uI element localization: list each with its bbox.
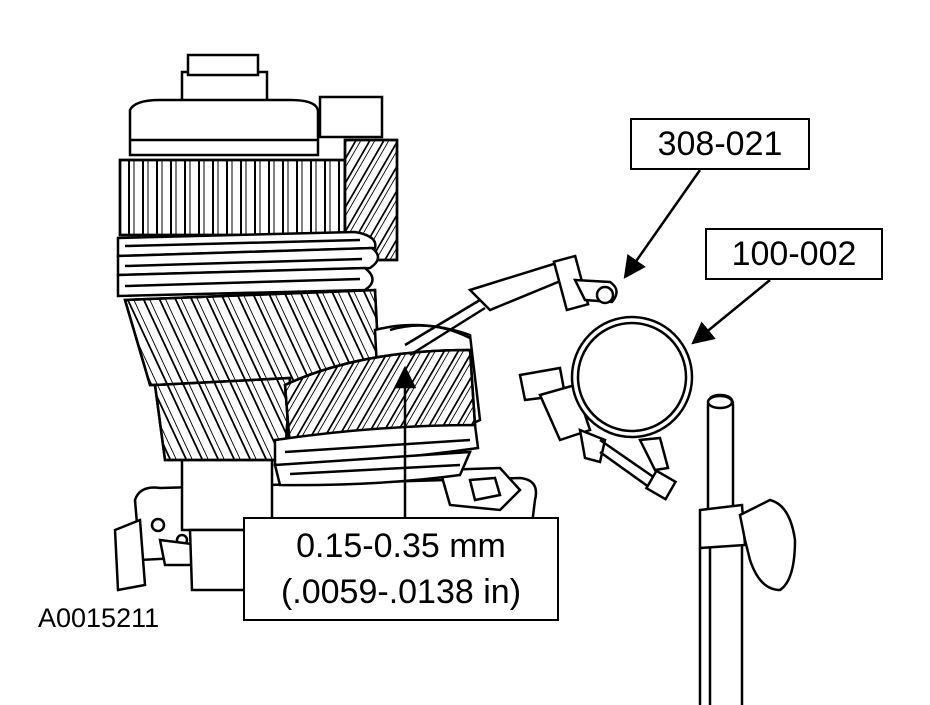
magnetic-base-post: [698, 393, 797, 705]
leader-lines: [393, 169, 771, 517]
spec-in-text: (.0059-.0138 in): [280, 573, 522, 611]
tool-number-text: 100-002: [731, 235, 857, 273]
countershaft-gear: [273, 323, 482, 487]
synchronizer-hub: [118, 95, 399, 262]
synchro-rings: [116, 230, 380, 298]
figure-id: A0015211: [38, 603, 160, 633]
spec-mm-text: 0.15-0.35 mm: [296, 527, 506, 565]
dial-indicator: [570, 315, 694, 472]
dial-indicator-holder: [404, 254, 678, 501]
tool-number-label-100-002: 100-002: [705, 228, 883, 280]
backlash-spec-label: 0.15-0.35 mm (.0059-.0138 in): [243, 517, 559, 621]
tool-number-text: 308-021: [657, 125, 783, 163]
tool-number-label-308-021: 308-021: [630, 118, 810, 170]
